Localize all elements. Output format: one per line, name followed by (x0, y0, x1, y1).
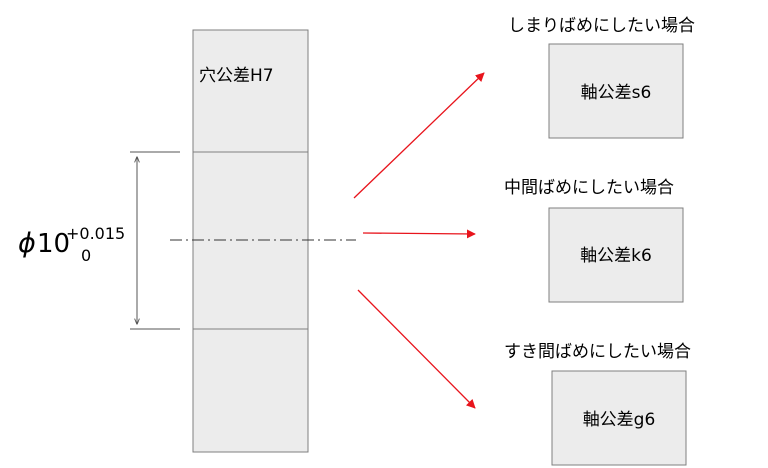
hole-tolerance-label: 穴公差H7 (199, 66, 274, 86)
arrow-to-interference-fit (353, 72, 485, 199)
diameter-symbol: ϕ (18, 228, 36, 259)
arrow-to-transition-fit (362, 229, 476, 239)
shaft-box (548, 43, 684, 139)
dimension-text: ϕ 10 +0.015 0 (18, 224, 125, 265)
shaft-tolerance-label: 軸公差g6 (583, 410, 656, 430)
lower-deviation: 0 (81, 246, 91, 265)
shaft-tolerance-label: 軸公差s6 (581, 83, 652, 103)
dimension-indicator (130, 151, 180, 330)
case-clearance-fit: すき間ばめにしたい場合 軸公差g6 (504, 342, 691, 466)
case-interference-fit: しまりばめにしたい場合 軸公差s6 (508, 16, 695, 139)
nominal-size: 10 (37, 229, 70, 259)
shaft-box (548, 207, 684, 303)
upper-deviation: +0.015 (66, 224, 125, 243)
arrow-to-clearance-fit (357, 289, 476, 409)
case-transition-fit: 中間ばめにしたい場合 軸公差k6 (504, 178, 684, 303)
case-heading: しまりばめにしたい場合 (508, 16, 695, 36)
case-heading: すき間ばめにしたい場合 (504, 342, 691, 362)
shaft-tolerance-label: 軸公差k6 (580, 246, 652, 266)
hole-block-top (192, 29, 309, 153)
shaft-box (551, 370, 687, 466)
case-heading: 中間ばめにしたい場合 (504, 178, 674, 198)
hole-block-bottom (192, 328, 309, 453)
hole-block: 穴公差H7 (192, 29, 309, 453)
